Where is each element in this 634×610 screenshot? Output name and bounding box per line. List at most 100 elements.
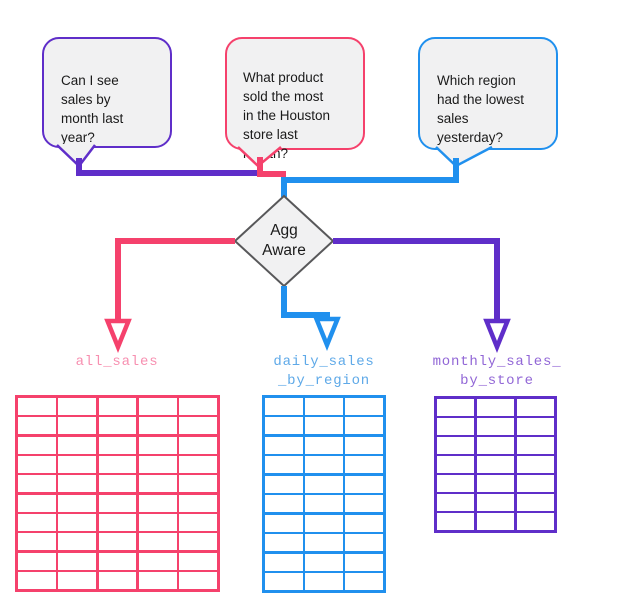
table-cell bbox=[138, 494, 177, 512]
table-cell bbox=[138, 475, 177, 493]
table-cell bbox=[265, 553, 303, 571]
table-cell bbox=[179, 436, 217, 454]
table-cell bbox=[179, 475, 217, 493]
table-cell bbox=[138, 533, 177, 551]
table-cell bbox=[305, 456, 343, 474]
table-cell bbox=[138, 456, 177, 473]
table-cell bbox=[98, 436, 137, 454]
table-cell bbox=[437, 475, 475, 492]
table-cell bbox=[179, 494, 217, 512]
table-cell bbox=[437, 437, 475, 454]
table-cell bbox=[98, 552, 137, 570]
table-cell bbox=[476, 513, 515, 530]
table-daily-sales-by-region bbox=[262, 395, 386, 593]
table-cell bbox=[179, 514, 217, 531]
table-cell bbox=[476, 475, 515, 492]
table-cell bbox=[18, 456, 56, 473]
table-cell bbox=[98, 533, 137, 551]
table-cell bbox=[98, 456, 137, 473]
table-cell bbox=[18, 514, 56, 531]
table-cell bbox=[58, 417, 97, 435]
table-cell bbox=[305, 573, 343, 590]
table-cell bbox=[305, 417, 343, 435]
table-cell bbox=[345, 398, 383, 415]
table-cell bbox=[98, 417, 137, 435]
table-label-all-sales: all_sales bbox=[75, 354, 159, 370]
table-cell bbox=[58, 552, 97, 570]
table-cell bbox=[18, 533, 56, 551]
table-cell bbox=[516, 494, 554, 511]
decision-label: Agg Aware bbox=[262, 222, 306, 259]
table-cell bbox=[265, 534, 303, 552]
table-cell bbox=[305, 475, 343, 493]
table-cell bbox=[437, 456, 475, 473]
table-cell bbox=[476, 494, 515, 511]
arrowhead-blue bbox=[313, 316, 341, 352]
table-cell bbox=[18, 475, 56, 493]
table-cell bbox=[345, 534, 383, 552]
table-cell bbox=[265, 573, 303, 590]
table-cell bbox=[18, 552, 56, 570]
table-cell bbox=[179, 417, 217, 435]
table-cell bbox=[179, 398, 217, 415]
table-cell bbox=[265, 417, 303, 435]
table-cell bbox=[516, 418, 554, 435]
table-monthly-sales-by-store bbox=[434, 396, 557, 533]
table-cell bbox=[305, 495, 343, 513]
table-cell bbox=[18, 436, 56, 454]
table-cell bbox=[179, 552, 217, 570]
table-cell bbox=[265, 475, 303, 493]
table-cell bbox=[476, 418, 515, 435]
table-cell bbox=[437, 513, 475, 530]
table-cell bbox=[476, 437, 515, 454]
table-cell bbox=[305, 553, 343, 571]
table-cell bbox=[58, 514, 97, 531]
table-cell bbox=[58, 456, 97, 473]
table-cell bbox=[18, 417, 56, 435]
table-cell bbox=[138, 436, 177, 454]
table-cell bbox=[516, 399, 554, 416]
table-cell bbox=[18, 398, 56, 415]
table-cell bbox=[345, 553, 383, 571]
table-cell bbox=[98, 475, 137, 493]
branch-blue-to-daily-sales bbox=[281, 286, 330, 319]
table-cell bbox=[476, 399, 515, 416]
table-cell bbox=[179, 572, 217, 589]
table-cell bbox=[437, 418, 475, 435]
arrowhead-pink bbox=[104, 318, 132, 354]
bubble-text: What product sold the most in the Housto… bbox=[243, 70, 331, 161]
table-cell bbox=[516, 437, 554, 454]
table-cell bbox=[305, 514, 343, 532]
table-cell bbox=[476, 456, 515, 473]
table-cell bbox=[58, 475, 97, 493]
table-cell bbox=[138, 417, 177, 435]
speech-bubble-lowest-region: Which region had the lowest sales yester… bbox=[418, 37, 558, 150]
table-cell bbox=[138, 398, 177, 415]
bubble-text: Can I see sales by month last year? bbox=[61, 73, 124, 145]
table-cell bbox=[18, 494, 56, 512]
table-cell bbox=[305, 534, 343, 552]
table-cell bbox=[58, 533, 97, 551]
table-cell bbox=[58, 436, 97, 454]
table-cell bbox=[138, 572, 177, 589]
table-cell bbox=[179, 456, 217, 473]
table-cell bbox=[138, 514, 177, 531]
table-cell bbox=[437, 494, 475, 511]
table-cell bbox=[345, 417, 383, 435]
arrowhead-purple bbox=[483, 318, 511, 354]
table-all-sales bbox=[15, 395, 220, 592]
table-cell bbox=[345, 456, 383, 474]
branch-purple-to-monthly-sales bbox=[333, 238, 500, 320]
speech-bubble-sales-by-month: Can I see sales by month last year? bbox=[42, 37, 172, 148]
table-cell bbox=[265, 495, 303, 513]
table-cell bbox=[265, 514, 303, 532]
table-cell bbox=[98, 494, 137, 512]
table-cell bbox=[345, 514, 383, 532]
table-label-daily-sales-by-region: daily_sales _by_region bbox=[273, 354, 375, 389]
table-label-monthly-sales-by-store: monthly_sales_ by_store bbox=[432, 354, 562, 389]
table-cell bbox=[265, 436, 303, 454]
table-cell bbox=[58, 398, 97, 415]
table-cell bbox=[516, 456, 554, 473]
bubble-text: Which region had the lowest sales yester… bbox=[437, 73, 525, 145]
